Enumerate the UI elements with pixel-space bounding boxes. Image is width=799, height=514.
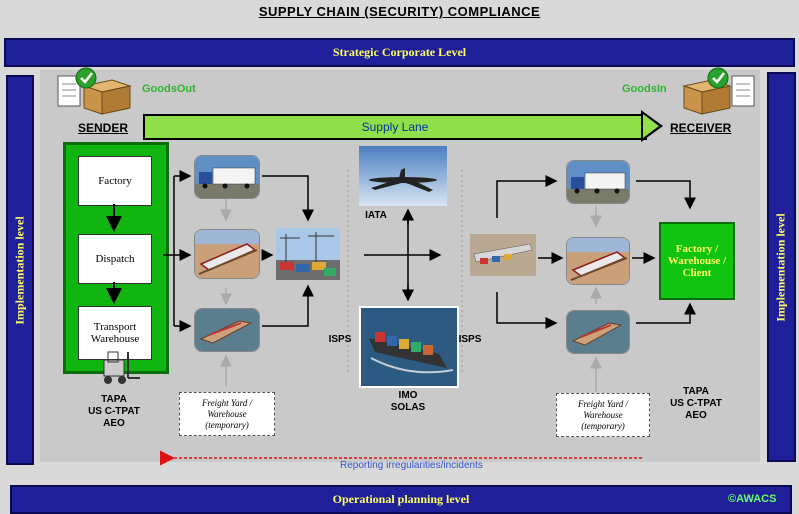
ship-tile-left [194, 308, 260, 352]
document-box-check-icon [57, 67, 132, 115]
copyright: ©AWACS [728, 493, 777, 505]
truck-icon [567, 161, 629, 203]
forklift-icon [103, 351, 140, 384]
truck-tile-right [566, 160, 630, 204]
implementation-level-right-bar: Implementation level [767, 72, 796, 462]
train-icon [567, 238, 629, 284]
truck-tile-left [194, 155, 260, 199]
supply-lane-arrow: Supply Lane [143, 114, 647, 140]
document-box-check-icon [682, 67, 755, 115]
freight-yard-left: Freight Yard / Warehouse (temporary) [179, 392, 275, 436]
airplane-image [359, 146, 447, 206]
supply-lane-label: Supply Lane [361, 120, 429, 134]
isps-right-label: ISPS [458, 334, 482, 345]
strategic-level-bar: Strategic Corporate Level [4, 38, 795, 67]
operational-level-bar: Operational planning level [10, 485, 792, 514]
operational-level-label: Operational planning level [332, 492, 470, 506]
iata-label: IATA [365, 210, 387, 221]
goods-out-label: GoodsOut [142, 83, 196, 95]
destination-label: Factory / Warehouse / Client [667, 243, 727, 279]
ship-tile-right [566, 310, 630, 354]
port-image [276, 228, 340, 280]
reporting-label: Reporting irregularities/incidents [340, 460, 483, 471]
ship-icon [361, 308, 457, 386]
train-tile-right [566, 237, 630, 285]
tapa-right-label: TAPA US C-TPAT AEO [670, 386, 722, 421]
receiver-label: RECEIVER [670, 121, 732, 135]
goods-in-label: GoodsIn [622, 83, 667, 95]
container-ship-image [359, 306, 459, 388]
port-cranes-icon [276, 228, 340, 280]
tapa-left-label: TAPA US C-TPAT AEO [88, 394, 140, 429]
freight-yard-right: Freight Yard / Warehouse (temporary) [556, 393, 650, 437]
strategic-level-label: Strategic Corporate Level [332, 45, 467, 59]
train-tile-left [194, 229, 260, 279]
train-icon [195, 230, 259, 278]
transport-warehouse-step: Transport Warehouse [78, 306, 152, 360]
airplane-icon [359, 146, 447, 206]
port-cranes-icon [470, 234, 536, 276]
destination-box: Factory / Warehouse / Client [659, 222, 735, 300]
isps-left-label: ISPS [328, 334, 352, 345]
ship-icon [195, 309, 259, 351]
sender-label: SENDER [78, 121, 129, 135]
implementation-level-left-bar: Implementation level [6, 75, 34, 465]
imo-solas-label: IMO SOLAS [390, 390, 426, 413]
supply-lane-arrowhead-fill [643, 114, 659, 138]
receiving-port-image [470, 234, 536, 276]
page-title: SUPPLY CHAIN (SECURITY) COMPLIANCE [258, 4, 541, 19]
truck-icon [195, 156, 259, 198]
ship-icon [567, 311, 629, 353]
factory-step: Factory [78, 156, 152, 206]
